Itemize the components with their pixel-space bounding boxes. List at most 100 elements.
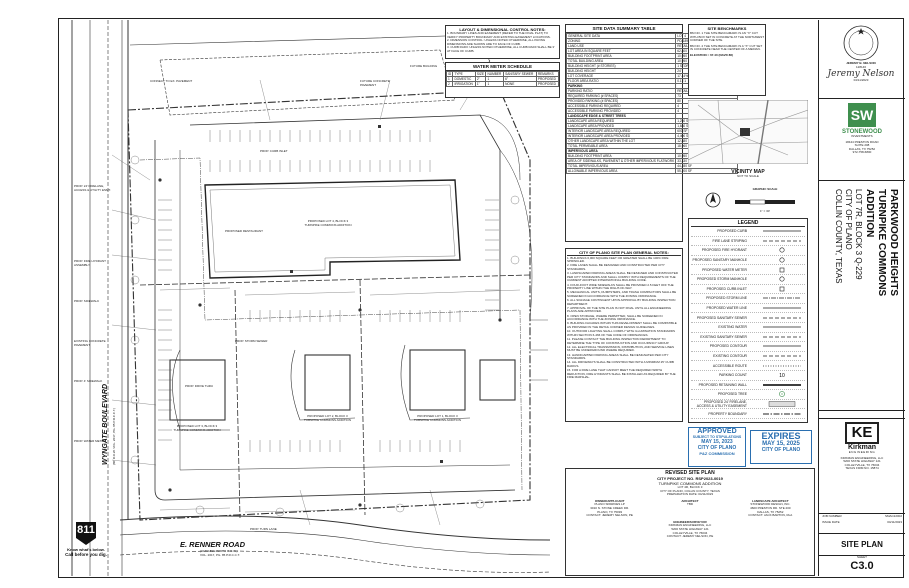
project-line-5: CITY OF PLANO (844, 189, 853, 250)
legend-item: PROPOSED SANITARY SEWER (691, 313, 805, 323)
legend-label: EXISTING WATER (718, 325, 747, 330)
contact-line: 3010 N. STONE CREEK DR. (590, 505, 630, 510)
revisions-area (819, 410, 905, 418)
revised-subtitle: TURNPIKE COMMONS ADDITION (658, 481, 722, 486)
legend-symbol-icon (763, 383, 801, 386)
revised-lot: LOT 4R, BLOCK 3 (677, 485, 703, 489)
legend-item: PROPOSED WATER METER (691, 265, 805, 275)
engineer-seal: JEREMY B. NELSON 128146 Jeremy Nelson 04… (818, 22, 904, 94)
legend-item: EXISTING SANITARY SEWER (691, 333, 805, 343)
contact-title: OWNER/APPLICANT (594, 498, 625, 503)
call-811-logo: 811 Know what's below. Call before you d… (60, 520, 112, 574)
graphic-scale-ratio: 1" = 30' (759, 208, 771, 213)
layout-notes-box: LAYOUT & DIMENSIONAL CONTROL NOTES: 1. B… (445, 25, 560, 59)
general-note: 9. BUILDING FACADES WITHIN THIS DEVELOPM… (567, 321, 677, 330)
benchmark-title: SITE BENCHMARKS (707, 26, 747, 31)
table-header-cell: SANITARY SEWER (503, 71, 537, 77)
legend-symbol-icon (763, 317, 801, 318)
legend-label: PROPOSED STORM LINE (706, 296, 747, 301)
project-name-block: PARKWOOD HEIGHTS TURNPIKE COMMONS ADDITI… (819, 180, 905, 410)
general-note: 8. OPEN STORAGE, WHERE PERMITTED, SHALL … (567, 313, 663, 322)
plan-label: PROP. 24' FIRELANE, ACCESS & UTILITY ESM… (74, 184, 111, 192)
project-line-3: ADDITION (864, 189, 875, 238)
layout-note: 1. BOUNDARY LINES AND EASEMENT (REFER TO… (447, 31, 551, 39)
legend-symbol-icon (763, 355, 801, 357)
plan-label-lot4: PROPOSED LOT 4, BLOCK 3 TURNPIKE COMMONS… (304, 219, 352, 227)
contact-line: 4600 PRESTON RD. STE 200 (750, 505, 791, 510)
graphic-scale-bar (735, 199, 795, 204)
call-811-line1: Know what's below. (67, 547, 105, 552)
legend-label: PROPOSED TREE (717, 392, 747, 397)
legend-label: PROPOSED RETAINING WALL (698, 382, 747, 387)
legend-label: PROPOSED STORM MANHOLE (696, 277, 747, 282)
table-row: 2 IRRIGATION 1" 1 NONE PROPOSED (445, 81, 560, 87)
legend-label: FIRE LANE STRIPING (712, 238, 747, 243)
title-block: SW STONEWOOD INVESTMENTS 18444 PRESTON R… (818, 20, 905, 576)
owner-phone: 972-758-6800 (852, 150, 872, 155)
issue-date-row: ISSUE DATE 04/11/2023 (822, 520, 902, 525)
engineer-city: COLLEYVILLE, TX 76034 (672, 530, 708, 535)
table-cell: 55,200 SF (675, 168, 738, 174)
seal-date: 04/11/2023 (853, 78, 869, 83)
benchmark-elev: ELEVATION = 67.40 (NAVD 88) (690, 52, 733, 57)
legend-item: PROPOSED SANITARY MANHOLE (691, 256, 805, 266)
layout-notes-title: LAYOUT & DIMENSIONAL CONTROL NOTES: (459, 27, 546, 32)
call-811-line2: Call before you dig. (65, 552, 107, 557)
legend-label: ACCESSIBLE ROUTE (712, 363, 747, 368)
sheet-label: SHEET (856, 555, 867, 559)
general-note: 3. LANDSCAPED PARKING AREAS SHALL BE DES… (567, 271, 679, 283)
legend-item: PROPOSED FIRE HYDRANT (691, 246, 805, 256)
engineer-addr-4: TEXAS FIRM NO. 15874 (845, 466, 879, 471)
contact-architect: ARCHITECT TBD (660, 498, 720, 518)
sheet-number: C3.0 (850, 559, 874, 572)
vicinity-map-title: VICINITY MAP (731, 169, 765, 175)
seal-number: 128146 (855, 64, 866, 69)
revised-project: CITY PROJECT NO. RSP2023-0019 (657, 476, 723, 481)
legend-symbol-icon (763, 298, 801, 299)
general-notes-title: CITY OF PLANO SITE PLAN GENERAL NOTES: (567, 250, 681, 256)
general-note: 1. BUILDINGS 6,000 SQUARE FEET OR GREATE… (567, 255, 669, 264)
project-line-6: COLLIN COUNTY, TEXAS (834, 189, 843, 284)
legend-label: PROPOSED CONTOUR (709, 344, 747, 349)
plan-label: EXISTING CONCRETE PAVEMENT (74, 339, 106, 347)
benchmark-2: BM NO. 2 THE SITE BENCHMARK IS A "X" CUT… (690, 43, 763, 52)
water-meter-schedule: WATER METER SCHEDULE ID TYPE SIZE NUMBER… (445, 62, 560, 98)
owner-logo-block: SW STONEWOOD INVESTMENTS 18444 PRESTON R… (819, 98, 905, 178)
plan-label: PROP. 4' SIDEWALK (74, 379, 103, 383)
legend-symbol-icon (768, 401, 796, 407)
contact-line: STONEWOOD DESIGN, INC. (750, 502, 791, 507)
table-cell: NONE (503, 81, 537, 87)
general-note: 2. FIRE LANES SHALL BE DESIGNED AND CONS… (567, 263, 665, 271)
legend-symbol-icon (763, 336, 801, 338)
general-note: 6. ALL SIGNAGE CONTINGENT UPON APPROVAL … (567, 298, 676, 306)
legend-label: PROPOSED 24' FIRELANE, ACCESS & UTILITY … (696, 399, 747, 408)
seal-signature: Jeremy Nelson (827, 69, 895, 80)
general-notes-box: CITY OF PLANO SITE PLAN GENERAL NOTES: 1… (565, 248, 683, 422)
contact-owner: OWNER/APPLICANT PLANO SPARKIES LP 3010 N… (575, 498, 645, 518)
road-label-wyngate: WYNGATE BOULEVARD (102, 383, 109, 465)
north-arrow-icon (705, 192, 721, 208)
legend-item: PROPERTY BOUNDARY (691, 409, 805, 419)
pe-seal-icon (843, 25, 879, 61)
graphic-scale-title: GRAPHIC SCALE (752, 187, 778, 191)
vicinity-map: VICINITY MAP NOT TO SCALE (687, 99, 809, 180)
legend-symbol-icon (779, 267, 785, 272)
contact-title: ARCHITECT (681, 498, 699, 503)
legend-label: PROPERTY BOUNDARY (708, 411, 747, 416)
engineer-contact-name: CONTACT: JEREMY NELSON, PE (666, 534, 714, 539)
general-note: 11. PLEASE CONTACT THE BUILDING INSPECTI… (567, 337, 670, 345)
job-number-value: SMAC22002 (884, 514, 902, 518)
legend-item: PROPOSED RETAINING WALL (691, 381, 805, 391)
legend-item: PROPOSED WATER LINE (691, 304, 805, 314)
sheet-number-block: SHEET C3.0 (819, 555, 905, 576)
sheet-border (58, 18, 904, 578)
approved-stamp-date: MAY 15, 2023 (701, 439, 733, 445)
legend-label: PROPOSED WATER METER (702, 267, 747, 272)
general-note: 5. MECHANICAL UNITS, DUMPSTERS, AND TRAS… (567, 290, 677, 298)
engineer-contact: ENGINEER/SURVEYOR KIRKMAN ENGINEERING, L… (567, 520, 813, 539)
owner-addr-3: DALLAS, TX 75252 (848, 146, 876, 151)
legend-symbol-icon (779, 391, 785, 398)
